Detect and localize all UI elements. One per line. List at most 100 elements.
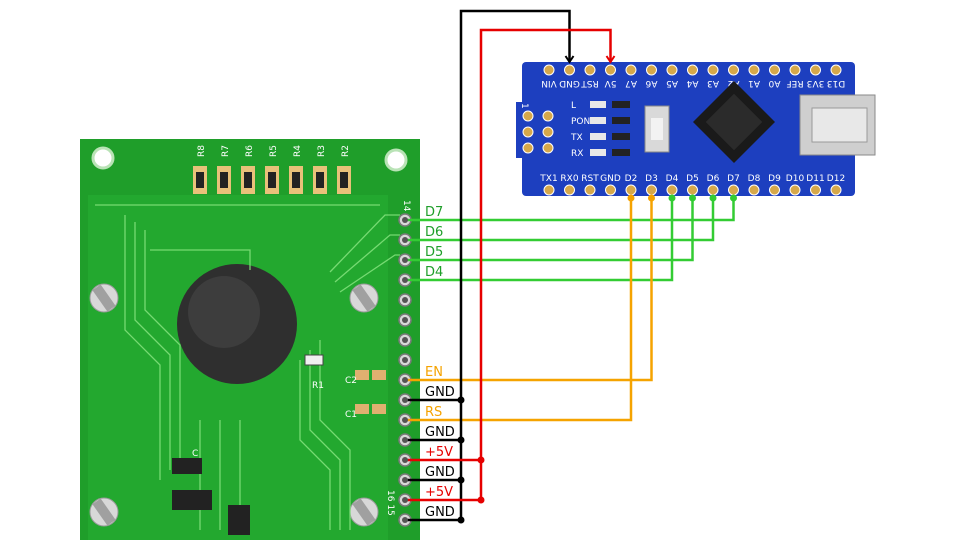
nano-bottom-pin-label: D2 bbox=[625, 174, 638, 184]
nano-top-pin bbox=[789, 64, 801, 76]
wire-junction bbox=[477, 456, 485, 464]
wire-label: GND bbox=[425, 465, 455, 480]
nano-top-pin-label: A1 bbox=[748, 78, 760, 88]
nano-top-pin bbox=[769, 64, 780, 76]
wire-end bbox=[709, 194, 717, 202]
nano-top-pin-label: REF bbox=[786, 78, 803, 88]
nano-top-pin-label: RST bbox=[581, 78, 599, 88]
lcd-pin-dot bbox=[402, 357, 408, 363]
resistor-body bbox=[268, 172, 276, 188]
nano-top-pin bbox=[666, 64, 678, 76]
lcd-pin-dot bbox=[402, 437, 408, 443]
nano-led bbox=[590, 149, 606, 156]
nano-top-pin-label: GND bbox=[559, 78, 580, 88]
resistor-body bbox=[220, 172, 228, 188]
wire-5v-arrow bbox=[605, 55, 616, 64]
wire-label: GND bbox=[425, 425, 455, 440]
label-r1: R1 bbox=[312, 381, 324, 391]
nano-pcb bbox=[522, 62, 855, 196]
resistor-label: R2 bbox=[341, 145, 351, 157]
component-r1 bbox=[304, 354, 324, 366]
component-c1-pad bbox=[372, 404, 386, 414]
lcd-pin-dot bbox=[402, 257, 408, 263]
nano-led-resistor bbox=[612, 101, 630, 108]
wire-gnd-arrow bbox=[564, 55, 575, 64]
nano-bottom-pin bbox=[830, 184, 842, 196]
nano-top-pin-label: 5V bbox=[604, 78, 617, 88]
lcd-pin-dot bbox=[402, 457, 408, 463]
wire-end bbox=[730, 194, 737, 202]
nano-top-pin-label: A7 bbox=[625, 78, 637, 88]
component-c2-pad bbox=[355, 370, 369, 380]
lcd-pin-dot bbox=[402, 237, 408, 243]
resistor-body bbox=[340, 172, 348, 188]
wire-label: GND bbox=[425, 505, 455, 520]
wire-label: RS bbox=[425, 405, 442, 420]
icsp-pin bbox=[522, 110, 534, 122]
nano-bottom-pin bbox=[707, 184, 719, 196]
nano-led-label: PON bbox=[571, 117, 590, 127]
nano-bottom-pin-label: D7 bbox=[727, 174, 740, 184]
icsp-pin bbox=[542, 142, 554, 154]
nano-top-pin bbox=[605, 64, 616, 76]
pin-number-16-15: 16 15 bbox=[385, 490, 395, 516]
nano-bottom-pin bbox=[584, 184, 596, 196]
lcd-pin-dot bbox=[402, 297, 408, 303]
lcd-pin-dot bbox=[402, 317, 408, 323]
icsp-pin bbox=[522, 142, 534, 154]
nano-bottom-pin bbox=[728, 184, 739, 196]
wire-junction bbox=[477, 496, 485, 504]
nano-top-pin-label: A3 bbox=[707, 78, 719, 88]
lcd-pin-dot bbox=[402, 397, 408, 403]
wire-d4 bbox=[405, 196, 674, 282]
nano-top-pin bbox=[707, 64, 719, 76]
lcd-pin-dot bbox=[402, 277, 408, 283]
nano-bottom-pin-label: D5 bbox=[686, 174, 699, 184]
nano-top-pin bbox=[584, 64, 596, 76]
wire-label: D7 bbox=[425, 205, 443, 220]
mounting-hole bbox=[384, 148, 408, 172]
lcd-pin-dot bbox=[402, 377, 408, 383]
nano-top-pin bbox=[564, 64, 575, 76]
component-ic bbox=[228, 505, 250, 535]
wire-label: D4 bbox=[425, 265, 443, 280]
nano-led-label: RX bbox=[571, 149, 583, 159]
resistor-label: R5 bbox=[269, 145, 279, 157]
nano-top-pin-label: D13 bbox=[827, 78, 845, 88]
label-c: C bbox=[192, 449, 198, 459]
resistor-label: R4 bbox=[293, 145, 303, 157]
nano-bottom-pin-label: D8 bbox=[748, 174, 761, 184]
lcd-pin-dot bbox=[402, 217, 408, 223]
usb-port bbox=[811, 107, 868, 143]
nano-led-label: TX bbox=[570, 133, 583, 143]
nano-bottom-pin bbox=[543, 184, 555, 196]
header-mark: 1 bbox=[519, 103, 529, 109]
wire-end bbox=[648, 194, 655, 202]
nano-bottom-pin-label: D9 bbox=[768, 174, 781, 184]
nano-top-pin bbox=[748, 64, 760, 76]
resistor-body bbox=[316, 172, 324, 188]
wire-d5 bbox=[405, 196, 694, 262]
nano-top-pin bbox=[728, 64, 739, 76]
nano-bottom-pin bbox=[789, 184, 801, 196]
screw-slot bbox=[352, 498, 376, 526]
nano-top-pin bbox=[687, 64, 698, 76]
wire-label: +5V bbox=[425, 445, 453, 460]
lcd-pin-dot bbox=[402, 477, 408, 483]
nano-led-resistor bbox=[612, 133, 630, 140]
nano-top-pin-label: A5 bbox=[666, 78, 678, 88]
nano-top-pin bbox=[625, 64, 637, 76]
wire-label: D6 bbox=[425, 225, 443, 240]
wire-end bbox=[668, 194, 676, 202]
wires bbox=[402, 9, 737, 524]
nano-led bbox=[590, 117, 606, 124]
icsp-header: 1 bbox=[516, 102, 566, 158]
component-c-body bbox=[172, 458, 202, 474]
nano-bottom-pin-label: D4 bbox=[666, 174, 679, 184]
wire-junction bbox=[457, 476, 465, 484]
icsp-pin bbox=[542, 110, 554, 122]
nano-bottom-pin-label: RX0 bbox=[560, 174, 578, 184]
